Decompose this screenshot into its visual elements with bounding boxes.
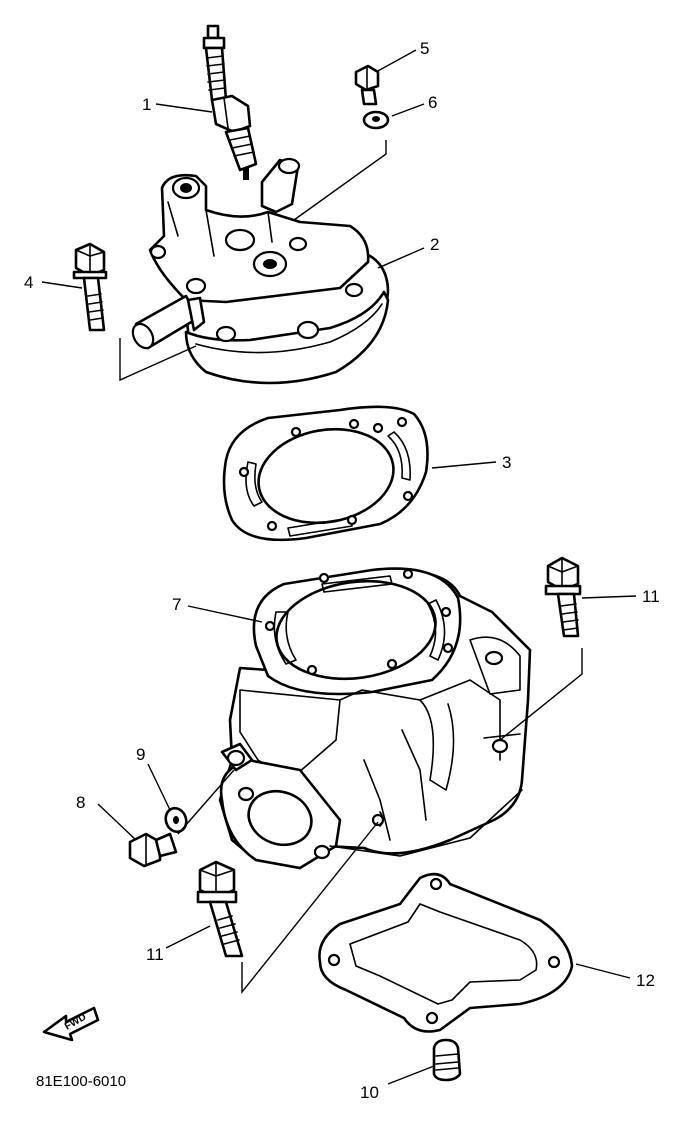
leader-lines xyxy=(41,49,637,1085)
washer-top xyxy=(362,110,390,130)
drawing-code: 81E100-6010 xyxy=(36,1073,126,1090)
base-gasket xyxy=(318,872,574,1033)
dowel-pin xyxy=(432,1038,462,1082)
top-bolt xyxy=(354,64,380,106)
callout-head-bolt: 4 xyxy=(24,273,33,292)
callout-spark-plug: 1 xyxy=(142,95,151,114)
callout-cylinder-bolt-right: 11 xyxy=(642,587,660,606)
callout-cylinder: 7 xyxy=(172,595,181,614)
callout-top-bolt: 5 xyxy=(420,39,429,58)
callouts: 1 2 3 4 5 6 7 8 9 10 11 11 12 xyxy=(24,39,660,1102)
callout-cylinder-head: 2 xyxy=(430,235,439,254)
callout-base-gasket: 12 xyxy=(636,971,655,990)
callout-washer-top: 6 xyxy=(428,93,437,112)
cylinder-head xyxy=(131,157,390,385)
head-gasket xyxy=(222,405,429,542)
head-bolt xyxy=(72,242,108,332)
callout-cylinder-bolt-lower: 11 xyxy=(146,945,164,964)
cylinder-bolt-right xyxy=(544,556,582,638)
drain-bolt xyxy=(128,832,178,868)
callout-head-gasket: 3 xyxy=(502,453,511,472)
drain-washer xyxy=(164,806,188,834)
forward-arrow: FWD xyxy=(42,1006,100,1042)
callout-dowel-pin: 10 xyxy=(360,1083,379,1102)
cylinder xyxy=(218,567,532,870)
callout-drain-bolt: 8 xyxy=(76,793,85,812)
callout-drain-washer: 9 xyxy=(136,745,145,764)
cylinder-bolt-lower xyxy=(196,860,244,958)
spark-plug xyxy=(202,24,258,180)
